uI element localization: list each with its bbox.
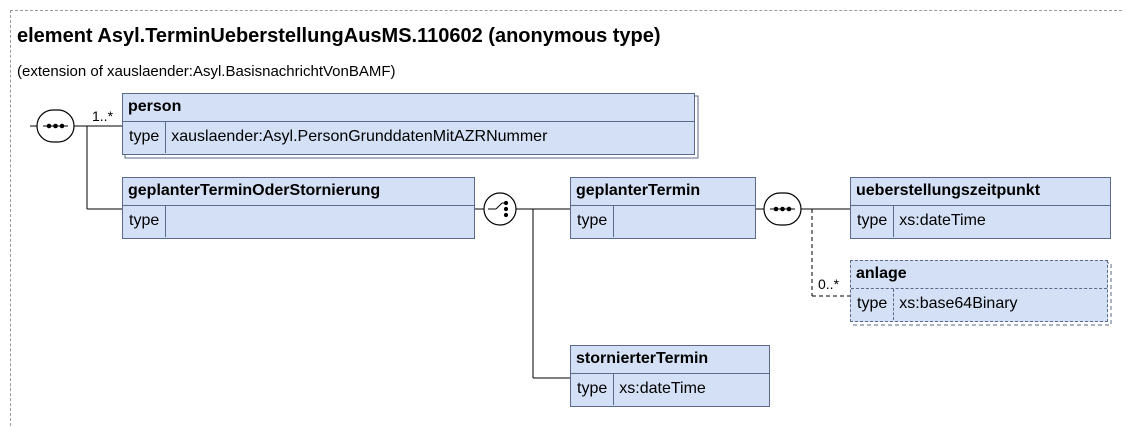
type-value: xs:dateTime bbox=[899, 212, 986, 229]
type-value: xauslaender:Asyl.PersonGrunddatenMitAZRN… bbox=[171, 128, 548, 145]
sequence-compositor-icon bbox=[36, 109, 75, 143]
type-value: xs:base64Binary bbox=[899, 295, 1018, 312]
cardinality-label: 1..* bbox=[92, 108, 114, 124]
choice-compositor-icon bbox=[483, 192, 517, 226]
element-anlage[interactable]: anlage type xs:base64Binary bbox=[850, 260, 1108, 322]
element-name: geplanterTermin bbox=[571, 178, 755, 206]
type-label: type bbox=[851, 289, 895, 320]
type-value: xs:dateTime bbox=[619, 380, 706, 397]
type-label: type bbox=[571, 374, 615, 405]
element-stornierterTermin[interactable]: stornierterTermin type xs:dateTime bbox=[570, 345, 770, 407]
type-label: type bbox=[851, 206, 895, 237]
type-label: type bbox=[571, 206, 615, 237]
element-name: geplanterTerminOderStornierung bbox=[123, 178, 474, 206]
diagram-frame bbox=[10, 10, 1122, 426]
diagram-title: element Asyl.TerminUeberstellungAusMS.11… bbox=[17, 25, 661, 47]
sequence-compositor-icon bbox=[763, 192, 802, 226]
element-person[interactable]: person type xauslaender:Asyl.PersonGrund… bbox=[122, 93, 695, 155]
element-name: anlage bbox=[851, 261, 1107, 289]
element-ueberstellungszeitpunkt[interactable]: ueberstellungszeitpunkt type xs:dateTime bbox=[850, 177, 1111, 239]
element-name: stornierterTermin bbox=[571, 346, 769, 374]
cardinality-label: 0..* bbox=[818, 276, 840, 292]
element-name: ueberstellungszeitpunkt bbox=[851, 178, 1110, 206]
element-name: person bbox=[123, 94, 694, 122]
element-geplanterTermin[interactable]: geplanterTermin type bbox=[570, 177, 756, 239]
element-geplanterTerminOderStornierung[interactable]: geplanterTerminOderStornierung type bbox=[122, 177, 475, 239]
diagram-subtitle: (extension of xauslaender:Asyl.Basisnach… bbox=[17, 63, 396, 80]
type-value bbox=[166, 206, 171, 237]
type-value bbox=[614, 206, 619, 237]
type-label: type bbox=[123, 122, 167, 153]
type-label: type bbox=[123, 206, 167, 237]
